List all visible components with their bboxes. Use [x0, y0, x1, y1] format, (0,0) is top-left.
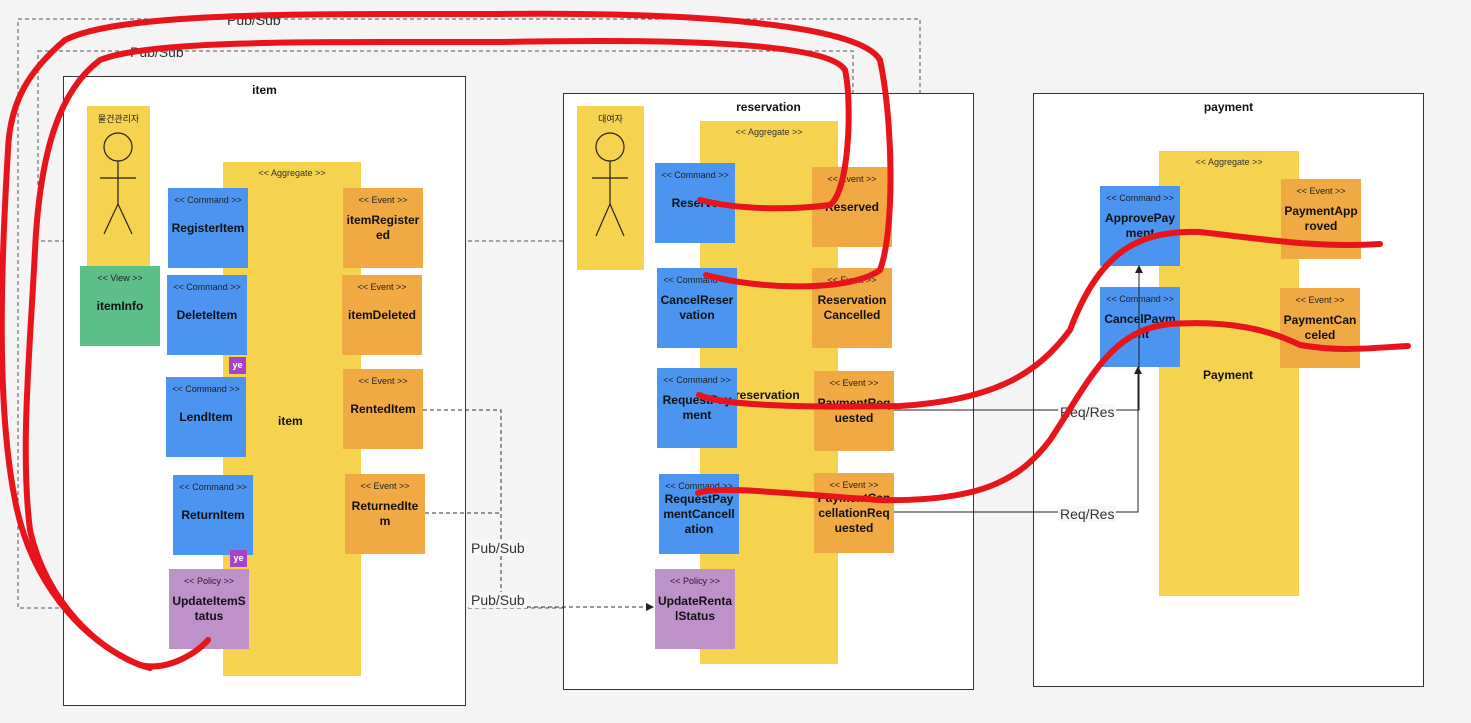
sticky-type: << Event >> [829, 378, 879, 388]
sticky-name: DeleteItem [176, 307, 238, 322]
aggregate-name-payment: Payment [1203, 368, 1254, 382]
aggregate-type-label: << Aggregate >> [735, 127, 803, 137]
sticky-name: Reserved [824, 199, 880, 214]
event-item-deleted[interactable]: << Event >> itemDeleted [342, 275, 422, 355]
sticky-name: ReservationCancelled [817, 293, 887, 322]
sticky-type: << Command >> [179, 482, 247, 492]
sticky-type: << Event >> [1295, 295, 1345, 305]
sticky-name: itemRegistered [346, 213, 420, 242]
aggregate-payment[interactable]: << Aggregate >> [1159, 151, 1299, 596]
sticky-type: << Command >> [663, 375, 731, 385]
sticky-type: << Command >> [172, 384, 240, 394]
reqres-label-cancel: Req/Res [1058, 506, 1117, 522]
sticky-type: << Command >> [174, 195, 242, 205]
aggregate-type-label: << Aggregate >> [258, 168, 326, 178]
sticky-name: PaymentApproved [1284, 204, 1358, 233]
sticky-type: << Command >> [665, 481, 733, 491]
aggregate-name-item: item [278, 414, 303, 428]
command-approve-payment[interactable]: << Command >> ApprovePayment [1100, 186, 1180, 266]
sticky-name: itemDeleted [347, 307, 417, 322]
event-payment-canceled[interactable]: << Event >> PaymentCanceled [1280, 288, 1360, 368]
sticky-type: << Policy >> [183, 576, 235, 586]
sticky-type: << Command >> [661, 170, 729, 180]
actor-figure-icon [100, 132, 136, 235]
sticky-name: ReturnItem [181, 507, 245, 522]
user-badge[interactable]: ye [230, 550, 247, 567]
annotation-stroke-inner-loop [22, 37, 852, 671]
sticky-name: itemInfo [96, 298, 144, 313]
actor-label: 물건관리자 [97, 114, 140, 124]
user-badge[interactable]: ye [229, 357, 246, 374]
sticky-name: RegisterItem [171, 220, 245, 235]
sticky-type: << Command >> [173, 282, 241, 292]
event-returned-item[interactable]: << Event >> ReturnedItem [345, 474, 425, 554]
aggregate-name-reservation: reservation [735, 388, 800, 402]
sticky-type: << Command >> [1106, 294, 1174, 304]
actor-label: 대여자 [598, 114, 623, 124]
sticky-type: << Policy >> [669, 576, 721, 586]
event-rented-item[interactable]: << Event >> RentedItem [343, 369, 423, 449]
sticky-type: << Event >> [829, 480, 879, 490]
event-item-registered[interactable]: << Event >> itemRegistered [343, 188, 423, 268]
aggregate-type-label: << Aggregate >> [1195, 157, 1263, 167]
sticky-name: UpdateRentalStatus [657, 594, 732, 623]
sticky-type: << Event >> [357, 282, 407, 292]
sticky-name: ReturnedItem [351, 499, 419, 528]
annotation-stroke-request-cancel [695, 320, 1411, 504]
sticky-type: << Event >> [360, 481, 410, 491]
view-item-info[interactable]: << View >> itemInfo [80, 266, 160, 346]
sticky-name: RentedItem [350, 401, 416, 416]
sticky-type: << Event >> [827, 174, 877, 184]
bounded-context-title: reservation [736, 100, 801, 114]
sticky-type: << Event >> [358, 195, 408, 205]
command-lend-item[interactable]: << Command >> LendItem [166, 377, 246, 457]
sticky-name: PaymentCanceled [1283, 313, 1357, 342]
actor-figure-icon [592, 132, 628, 237]
sticky-type: << Command >> [663, 275, 731, 285]
pubsub-label-rented: Pub/Sub [469, 592, 527, 608]
command-return-item[interactable]: << Command >> ReturnItem [173, 475, 253, 555]
sticky-name: RequestPaymentCancellation [663, 491, 735, 536]
command-delete-item[interactable]: << Command >> DeleteItem [167, 275, 247, 355]
bounded-context-title: payment [1203, 100, 1254, 114]
bounded-context-title: item [252, 83, 277, 97]
policy-update-rental-status[interactable]: << Policy >> UpdateRentalStatus [655, 569, 735, 649]
pubsub-label-returned: Pub/Sub [469, 540, 527, 556]
sticky-name: UpdateItemStatus [172, 594, 246, 623]
policy-update-item-status[interactable]: << Policy >> UpdateItemStatus [169, 569, 249, 649]
annotation-stroke-request-payment [696, 228, 1383, 410]
actor-renter[interactable]: 대여자 [577, 106, 644, 270]
command-register-item[interactable]: << Command >> RegisterItem [168, 188, 248, 268]
sticky-type: << View >> [97, 273, 143, 283]
sticky-type: << Event >> [1296, 186, 1346, 196]
sticky-name: LendItem [179, 409, 233, 424]
annotation-stroke-outer-loop [0, 10, 894, 670]
command-request-payment[interactable]: << Command >> RequestPayment [657, 368, 737, 448]
event-payment-cancellation-requested[interactable]: << Event >> PaymentCancellationRequested [814, 473, 894, 553]
sticky-type: << Event >> [358, 376, 408, 386]
actor-item-manager[interactable]: 물건관리자 [87, 106, 150, 266]
sticky-name: RequestPayment [662, 393, 732, 422]
sticky-name: CancelReservation [660, 293, 734, 322]
sticky-type: << Command >> [1106, 193, 1174, 203]
